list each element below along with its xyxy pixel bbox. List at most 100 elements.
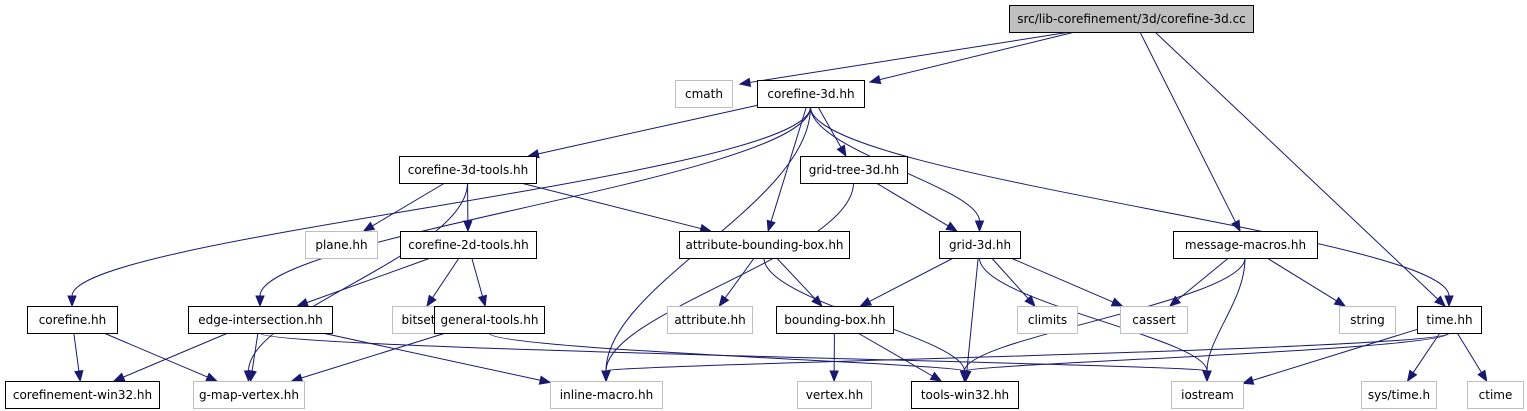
- node-box[interactable]: [27, 306, 118, 334]
- node-box[interactable]: [1173, 231, 1318, 259]
- edge-bboxhh-to-vertexhh: [829, 332, 839, 383]
- edge-line: [776, 257, 816, 300]
- node-label: vertex.hh: [806, 388, 863, 402]
- node-box[interactable]: [1417, 306, 1482, 334]
- node-label: src/lib-corefinement/3d/corefine-3d.cc: [1017, 12, 1246, 26]
- edge-arrowhead: [945, 221, 958, 232]
- edge-line: [538, 104, 758, 155]
- node-msgmacros[interactable]: message-macros.hh: [1173, 231, 1318, 259]
- node-box[interactable]: [399, 156, 537, 184]
- node-box[interactable]: [5, 381, 160, 409]
- edge-arrowhead: [1202, 370, 1212, 383]
- node-label: ctime: [1479, 388, 1513, 402]
- edge-corefine3dtools-to-corefine2dtools: [463, 182, 473, 233]
- edge-arrowhead: [1024, 295, 1036, 308]
- node-edgeinter[interactable]: edge-intersection.hh: [188, 306, 333, 334]
- edge-corefine2dtools-to-generaltools: [471, 257, 487, 308]
- edge-arrowhead: [247, 369, 257, 383]
- node-gmapvertex: g-map-vertex.hh: [193, 381, 305, 409]
- node-vertexhh: vertex.hh: [797, 381, 872, 409]
- edge-msgmacros-to-cassert: [1168, 257, 1229, 307]
- node-box[interactable]: [400, 231, 537, 259]
- node-box[interactable]: [911, 381, 1019, 409]
- node-attrbbox[interactable]: attribute-bounding-box.hh: [679, 231, 850, 259]
- node-corefwin32[interactable]: corefinement-win32.hh: [5, 381, 160, 409]
- edge-line: [964, 332, 1450, 372]
- node-corefinehh[interactable]: corefine.hh: [27, 306, 118, 334]
- edge-line: [817, 106, 842, 148]
- edge-line: [1252, 328, 1418, 381]
- node-box: [193, 381, 305, 409]
- edge-line: [966, 257, 979, 372]
- node-label: sys/time.h: [1368, 388, 1430, 402]
- edge-arrowhead: [1477, 369, 1488, 383]
- edge-arrowhead: [1231, 219, 1241, 233]
- edge-line: [879, 31, 1076, 81]
- edge-line: [73, 332, 80, 372]
- node-grid3d[interactable]: grid-3d.hh: [939, 231, 1021, 259]
- edge-msgmacros-to-iostream: [1202, 257, 1246, 383]
- edge-timehh-to-ctime: [1456, 332, 1488, 383]
- edge-arrowhead: [74, 369, 84, 383]
- node-bboxhh[interactable]: bounding-box.hh: [776, 306, 894, 334]
- node-toolswin32[interactable]: tools-win32.hh: [911, 381, 1019, 409]
- edge-line: [1154, 31, 1439, 300]
- edge-line: [520, 182, 702, 230]
- edge-arrowhead: [1444, 295, 1454, 308]
- node-box: [675, 80, 733, 108]
- edge-corefine3dtools-to-gmapvertex: [243, 182, 468, 383]
- node-label: climits: [1028, 313, 1067, 327]
- edge-attrbbox-to-attributehh: [718, 257, 755, 308]
- node-box: [305, 231, 378, 259]
- node-gridtree3d[interactable]: grid-tree-3d.hh: [800, 156, 908, 184]
- node-box: [1120, 306, 1188, 334]
- node-box: [1339, 306, 1396, 334]
- node-box[interactable]: [1009, 5, 1254, 33]
- node-box[interactable]: [188, 306, 333, 334]
- edge-arrowhead: [296, 297, 309, 307]
- edge-line: [1412, 332, 1441, 373]
- edge-arrowhead: [859, 296, 873, 307]
- edge-line: [432, 257, 460, 298]
- edge-arrowhead: [1333, 296, 1347, 307]
- edge-line: [869, 257, 954, 302]
- node-box[interactable]: [776, 306, 894, 334]
- edge-arrowhead: [836, 144, 847, 158]
- edge-edgeinter-to-corefwin32: [112, 332, 229, 382]
- node-box[interactable]: [800, 156, 908, 184]
- node-corefine3dhh[interactable]: corefine-3d.hh: [757, 80, 865, 108]
- edge-arrowhead: [1110, 297, 1124, 307]
- node-label: corefine.hh: [39, 313, 107, 327]
- edge-edgeinter-to-gmapvertex: [247, 332, 259, 383]
- node-timehh[interactable]: time.hh: [1417, 306, 1482, 334]
- node-string: string: [1339, 306, 1396, 334]
- node-generaltools[interactable]: general-tools.hh: [434, 306, 545, 334]
- edge-corefine2dtools-to-edgeinter: [296, 257, 431, 307]
- node-label: cassert: [1132, 313, 1176, 327]
- edge-grid3d-to-cassert: [1010, 257, 1124, 307]
- node-box: [1361, 381, 1437, 409]
- node-box[interactable]: [679, 231, 850, 259]
- node-box[interactable]: [757, 80, 865, 108]
- edge-arrowhead: [205, 372, 218, 382]
- node-label: time.hh: [1426, 313, 1472, 327]
- edge-edgeinter-to-iostream: [259, 332, 1212, 383]
- edge-corefine3dtools-to-planehh: [362, 182, 445, 232]
- edge-line: [123, 332, 229, 378]
- node-corefine2dtools[interactable]: corefine-2d-tools.hh: [400, 231, 537, 259]
- edge-arrowhead: [959, 370, 970, 383]
- node-box[interactable]: [939, 231, 1021, 259]
- node-label: message-macros.hh: [1185, 238, 1306, 252]
- edge-arrowhead: [1168, 295, 1182, 307]
- edge-corefine3dcc-to-corefine3dhh: [868, 31, 1076, 85]
- node-box[interactable]: [434, 306, 545, 334]
- edge-corefine3dhh-to-edgeinter: [255, 106, 811, 308]
- edge-corefine3dhh-to-corefine3dtools: [527, 104, 758, 159]
- node-corefine3dcc[interactable]: src/lib-corefinement/3d/corefine-3d.cc: [1009, 5, 1254, 33]
- edge-timehh-to-iostream: [1241, 328, 1418, 385]
- edge-corefine3dcc-to-cmath: [738, 31, 1071, 88]
- edge-corefinehh-to-gmapvertex: [103, 332, 218, 382]
- edge-arrowhead: [477, 294, 487, 308]
- node-corefine3dtools[interactable]: corefine-3d-tools.hh: [399, 156, 537, 184]
